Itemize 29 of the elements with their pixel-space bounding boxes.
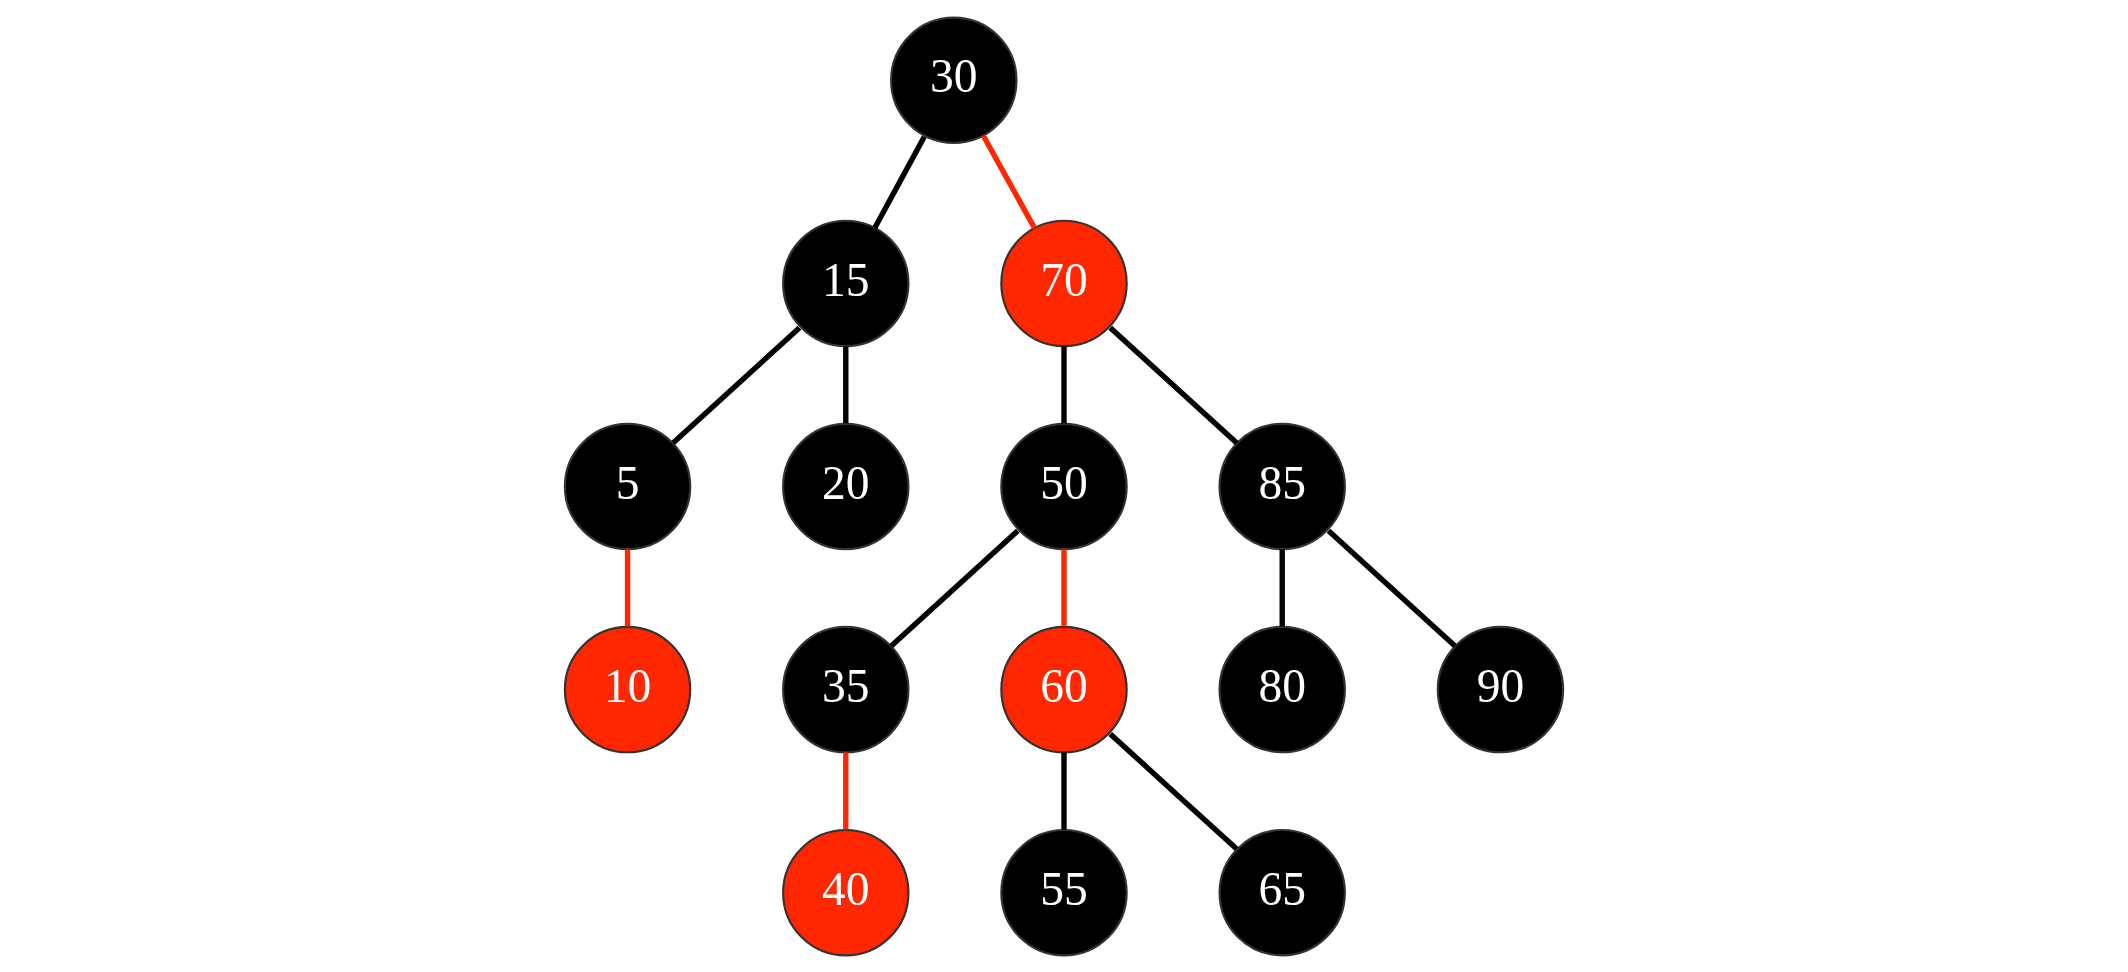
node-circle: 10 [563,625,692,753]
node-circle: 80 [1218,625,1346,753]
connector [671,325,802,445]
connector [1108,325,1239,445]
node-circle: 70 [1000,219,1128,347]
connector [889,528,1020,648]
node-circle: 40 [782,828,910,956]
connector [872,135,927,229]
node-circle: 15 [782,219,910,347]
connector [1108,731,1239,851]
node-circle: 50 [1000,422,1128,550]
connector [843,345,849,423]
node-circle: 65 [1218,828,1346,956]
node-circle: 55 [1000,828,1128,956]
connector [1061,751,1067,829]
connector [843,751,849,829]
node-circle: 30 [890,16,1018,144]
node-circle: 60 [1000,625,1128,753]
connector [1061,548,1067,626]
node-circle: 5 [563,422,692,550]
connector [1279,548,1285,626]
connector [1326,528,1457,648]
connector [980,133,1037,229]
node-circle: 90 [1436,625,1565,753]
node-circle: 20 [782,422,910,550]
connector [624,548,631,626]
node-circle: 35 [782,625,910,753]
node-circle: 85 [1218,422,1346,550]
connector [1061,345,1067,423]
